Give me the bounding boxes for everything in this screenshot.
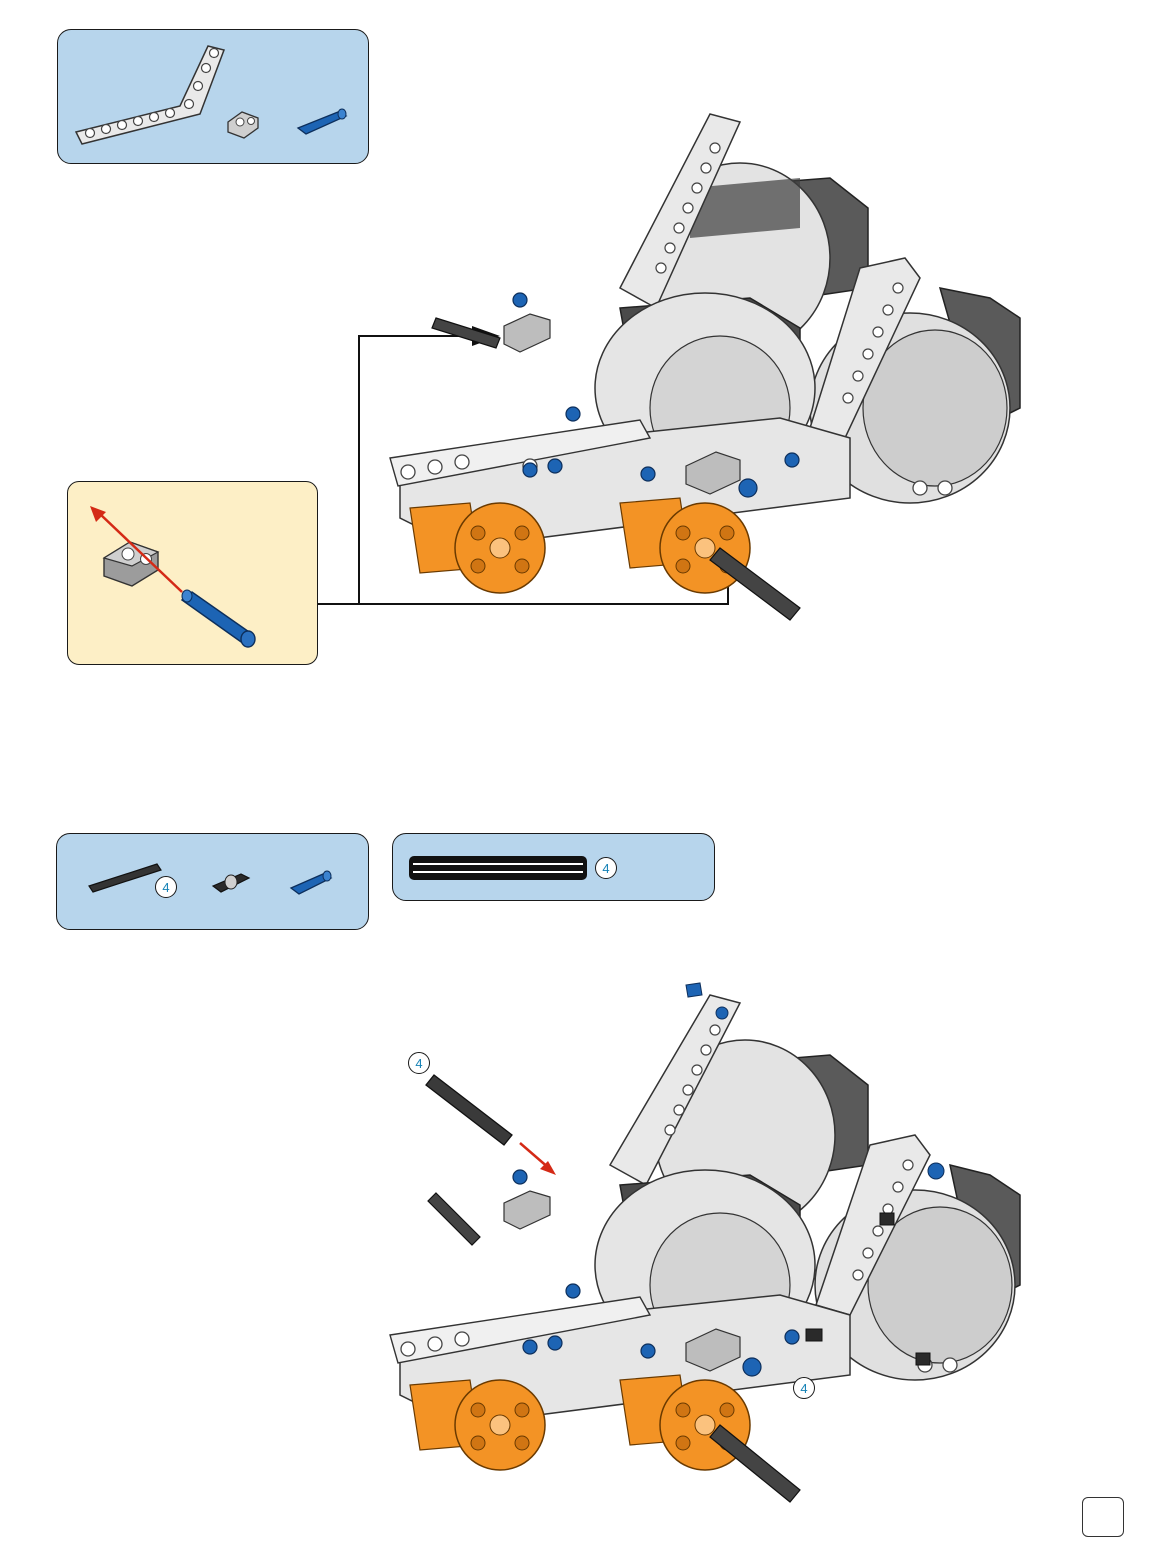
quantity-badge: 4 (155, 876, 177, 898)
blue-axle-pin-icon (287, 870, 337, 896)
model-assembly-step1 (380, 108, 1025, 628)
quantity-badge: 4 (408, 1052, 430, 1074)
black-connector-icon (211, 870, 251, 896)
quantity-badge: 4 (595, 857, 617, 879)
quantity-badge: 4 (793, 1377, 815, 1399)
parts-list-box-step2: 4 (56, 833, 369, 930)
axle-length-guide-icon (409, 854, 589, 882)
page-number (1082, 1497, 1124, 1537)
model-assembly-step2 (380, 975, 1025, 1510)
axle-length-guide-box: 4 (392, 833, 715, 901)
